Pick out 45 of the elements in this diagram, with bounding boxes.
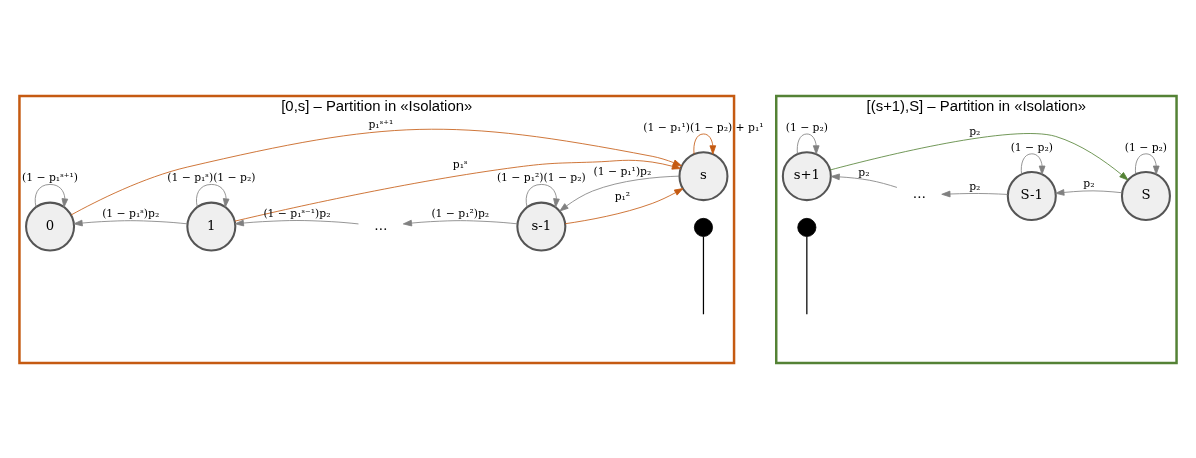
connector: [806, 235, 808, 315]
arrow: [34, 183, 69, 207]
node-circle: [693, 217, 713, 237]
arrow: [830, 173, 898, 188]
edge-label: p₁ˢ: [452, 157, 468, 171]
arrow: [693, 133, 717, 154]
edge-label: (1 − p₁¹)p₂: [593, 164, 652, 178]
edge-label: (1 − p₁²)(1 − p₂): [496, 170, 586, 184]
node-circle: 0: [25, 201, 76, 252]
arrow: [1135, 152, 1160, 175]
edge-label: p₂: [858, 165, 870, 179]
arrow: [402, 219, 518, 226]
edge-label: (1 − p₁ˢ)p₂: [102, 206, 160, 220]
edge-label: (1 − p₂): [1010, 140, 1053, 154]
node-text: …: [374, 217, 388, 233]
arrow: [196, 183, 230, 207]
connector: [702, 235, 705, 315]
arrow: [73, 219, 188, 226]
edge-label: p₂: [1083, 176, 1095, 190]
node-circle: s: [678, 150, 729, 201]
node-circle: 1: [186, 201, 237, 252]
edge-label: (1 − p₁ˢ)(1 − p₂): [167, 170, 256, 184]
edge-label: (1 − p₂): [785, 120, 828, 134]
arrow: [234, 219, 359, 226]
arrow: [941, 190, 1009, 197]
edge-label: p₁²: [614, 189, 631, 203]
edge-label: p₁ˢ⁺¹: [368, 117, 394, 131]
edge-label: (1 − p₁ˢ⁻¹)p₂: [263, 206, 331, 220]
arrow: [564, 187, 684, 224]
arrow: [1020, 152, 1046, 175]
edge-label: (1 − p₁¹)(1 − p₂) + p₁¹: [643, 120, 764, 134]
arrow: [829, 132, 1129, 180]
node-circle: s+1: [781, 150, 832, 201]
edge-label: (1 − p₁ˢ⁺¹): [22, 170, 78, 184]
arrow: [525, 183, 560, 207]
edge-label: p₂: [969, 124, 981, 138]
arrow: [796, 133, 820, 154]
edge-label: (1 − p₁²)p₂: [431, 206, 490, 220]
edge-label: (1 − p₂): [1124, 140, 1168, 154]
arrow: [1055, 188, 1123, 196]
node-circle: [797, 217, 817, 237]
node-circle: S-1: [1006, 170, 1057, 221]
node-text: …: [912, 185, 926, 201]
edge-label: p₂: [969, 179, 981, 193]
arrow: [559, 175, 680, 211]
